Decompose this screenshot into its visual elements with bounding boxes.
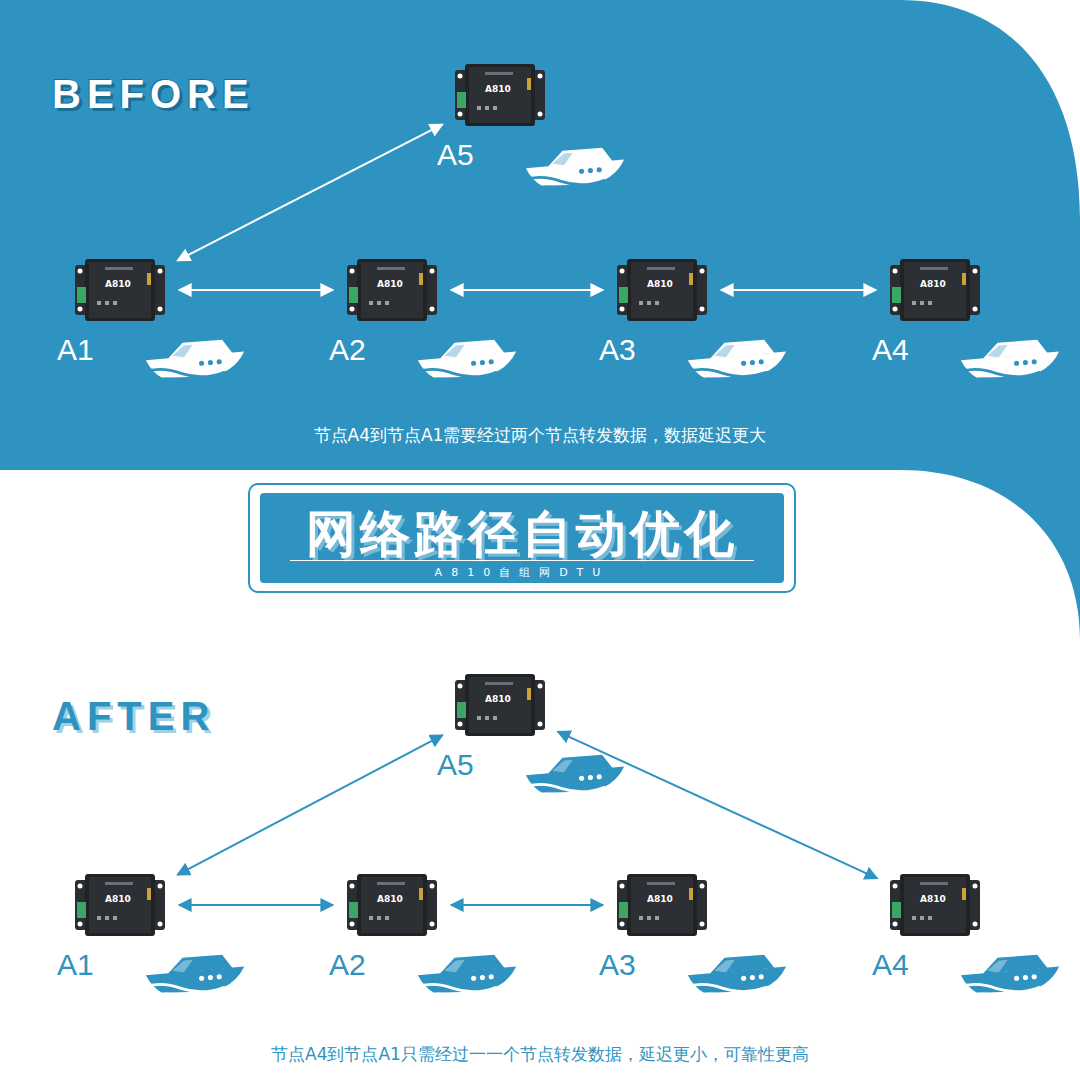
link-arrow	[451, 289, 603, 291]
dtu-device	[890, 257, 980, 323]
subtitle-text: A810自组网DTU	[260, 565, 784, 580]
dtu-device	[347, 257, 437, 323]
dtu-device	[75, 257, 165, 323]
caption-text: 节点A4到节点A1需要经过两个节点转发数据，数据延迟更大	[314, 424, 767, 447]
link-arrow	[179, 289, 333, 291]
caption-text: 节点A4到节点A1只需经过一一个节点转发数据，延迟更小，可靠性更高	[271, 1043, 809, 1066]
section-heading: BEFORE	[52, 72, 255, 117]
model-text: A810	[377, 279, 403, 289]
title-text: 网络路径自动优化	[260, 501, 784, 568]
dtu-device	[347, 872, 437, 938]
dtu-device	[455, 62, 545, 128]
device-node: A810A3	[617, 257, 707, 323]
node-label: A5	[437, 748, 474, 782]
node-label: A3	[599, 333, 636, 367]
model-text: A810	[485, 694, 511, 704]
title-panel: 网络路径自动优化A810自组网DTU	[260, 493, 784, 583]
node-label: A4	[872, 948, 909, 982]
link-arrow	[177, 735, 442, 875]
model-text: A810	[920, 279, 946, 289]
dtu-device	[75, 872, 165, 938]
node-label: A1	[57, 333, 94, 367]
link-arrow	[721, 289, 876, 291]
link-arrow	[177, 124, 442, 260]
device-node: A810A1	[75, 872, 165, 938]
model-text: A810	[105, 279, 131, 289]
device-node: A810A5	[455, 62, 545, 128]
dtu-device	[617, 257, 707, 323]
node-label: A5	[437, 138, 474, 172]
model-text: A810	[647, 894, 673, 904]
device-node: A810A3	[617, 872, 707, 938]
model-text: A810	[485, 84, 511, 94]
dtu-device	[890, 872, 980, 938]
device-node: A810A2	[347, 872, 437, 938]
node-label: A4	[872, 333, 909, 367]
link-arrow	[179, 904, 333, 906]
device-node: A810A5	[455, 672, 545, 738]
model-text: A810	[647, 279, 673, 289]
device-node: A810A4	[890, 872, 980, 938]
device-node: A810A1	[75, 257, 165, 323]
device-node: A810A4	[890, 257, 980, 323]
device-node: A810A2	[347, 257, 437, 323]
title-box: 网络路径自动优化A810自组网DTU	[248, 483, 796, 593]
dtu-device	[617, 872, 707, 938]
node-label: A3	[599, 948, 636, 982]
node-label: A1	[57, 948, 94, 982]
link-arrow	[558, 732, 878, 879]
section-heading: AFTER	[52, 694, 215, 739]
model-text: A810	[377, 894, 403, 904]
dtu-device	[455, 672, 545, 738]
node-label: A2	[329, 333, 366, 367]
link-arrow	[451, 904, 603, 906]
model-text: A810	[920, 894, 946, 904]
model-text: A810	[105, 894, 131, 904]
node-label: A2	[329, 948, 366, 982]
